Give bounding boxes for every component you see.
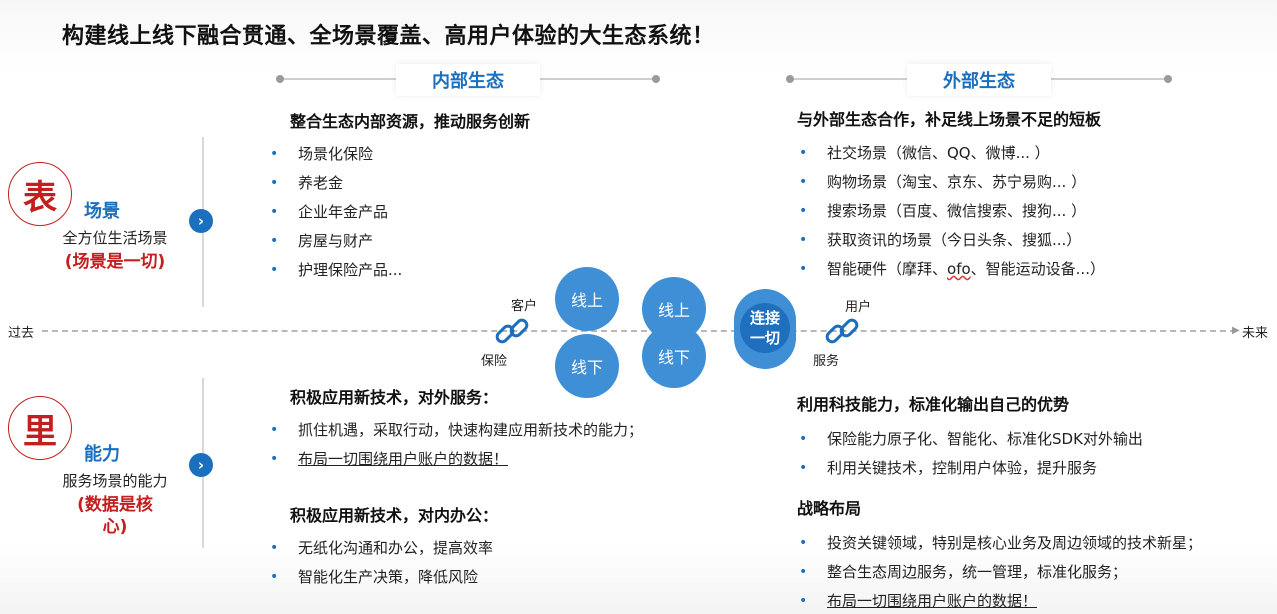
list-item: 养老金 [268,169,402,198]
link-icon [823,312,861,350]
timeline-arrow-icon: ▶ [1232,325,1240,336]
internal-inner-heading-b: 积极应用新技术，对内办公： [290,506,499,525]
timeline-future: 未来 [1242,326,1269,341]
list-item: 企业年金产品 [268,198,402,227]
list-item: 房屋与财产 [268,227,402,256]
label-insurance: 保险 [481,354,508,369]
list-item: 智能化生产决策，降低风险 [268,563,493,592]
timeline-axis [42,330,1236,332]
rule-dot [786,75,794,83]
list-item: 保险能力原子化、智能化、标准化SDK对外输出 [797,425,1143,454]
circle-offline-1: 线下 [555,334,619,398]
list-item: 场景化保险 [268,140,402,169]
list-item: 布局一切围绕用户账户的数据！ [268,445,643,474]
internal-inner-heading-a: 积极应用新技术，对外服务： [290,388,499,407]
external-surface-list: 社交场景（微信、QQ、微博... ） 购物场景（淘宝、京东、苏宁易购... ） … [797,139,1105,284]
category-scene-desc: 全方位生活场景 [62,229,168,247]
internal-surface-list: 场景化保险 养老金 企业年金产品 房屋与财产 护理保险产品... [268,140,402,285]
list-item-hardware: 智能硬件（摩拜、ofo、智能运动设备...） [797,255,1105,284]
list-item: 整合生态周边服务，统一管理，标准化服务； [797,558,1202,587]
external-section-label: 外部生态 [907,64,1051,96]
timeline-past: 过去 [8,326,35,341]
external-inner-heading-b: 战略布局 [797,499,862,518]
hardware-text-ofo: ofo [947,260,971,278]
category-capability: 能力 [84,444,120,465]
internal-surface-heading: 整合生态内部资源，推动服务创新 [290,112,531,131]
list-item: 投资关键领域，特别是核心业务及周边领域的技术新星； [797,529,1202,558]
category-capability-emphasis-2: 心) [102,517,128,537]
arrow-right-icon[interactable]: › [189,453,213,477]
list-item: 搜索场景（百度、微信搜索、搜狗... ） [797,197,1105,226]
list-item: 布局一切围绕用户账户的数据！ [797,587,1202,614]
list-item: 无纸化沟通和办公，提高效率 [268,534,493,563]
category-capability-desc: 服务场景的能力 [62,472,168,490]
arrow-right-icon[interactable]: › [189,209,213,233]
list-item: 利用关键技术，控制用户体验，提升服务 [797,454,1143,483]
internal-inner-list-a: 抓住机遇，采取行动，快速构建应用新技术的能力； 布局一切围绕用户账户的数据！ [268,416,643,474]
hardware-text-pre: 智能硬件（摩拜、 [827,260,948,278]
external-surface-heading: 与外部生态合作，补足线上场景不足的短板 [797,110,1102,129]
hardware-text-post: 、智能运动设备...） [970,260,1105,278]
label-service: 服务 [813,354,840,369]
external-inner-list-a: 保险能力原子化、智能化、标准化SDK对外输出 利用关键技术，控制用户体验，提升服… [797,425,1143,483]
label-user: 用户 [845,300,872,315]
rule-dot [652,75,660,83]
list-item: 护理保险产品... [268,256,402,285]
core-text-1: 连接 [749,309,780,327]
page-title: 构建线上线下融合贯通、全场景覆盖、高用户体验的大生态系统！ [62,24,715,49]
list-item: 社交场景（微信、QQ、微博... ） [797,139,1105,168]
rule-dot [1164,75,1172,83]
list-item: 抓住机遇，采取行动，快速构建应用新技术的能力； [268,416,643,445]
label-customer: 客户 [511,299,538,314]
core-text-2: 一切 [749,329,780,347]
external-inner-heading-a: 利用科技能力，标准化输出自己的优势 [797,395,1070,414]
core-connect-all: 连接一切 [740,303,790,353]
link-icon [493,312,531,350]
circle-online-1: 线上 [555,267,619,331]
list-item: 获取资讯的场景（今日头条、搜狐...） [797,226,1105,255]
seal-inner: 里 [8,396,72,460]
internal-inner-list-b: 无纸化沟通和办公，提高效率 智能化生产决策，降低风险 [268,534,493,592]
category-scene: 场景 [84,201,120,222]
rule-dot [276,75,284,83]
external-inner-list-b: 投资关键领域，特别是核心业务及周边领域的技术新星； 整合生态周边服务，统一管理，… [797,529,1202,614]
internal-section-label: 内部生态 [396,64,540,96]
category-capability-emphasis-1: (数据是核 [77,495,153,515]
circle-offline-2: 线下 [642,324,706,388]
category-scene-emphasis: (场景是一切) [64,252,166,272]
seal-surface: 表 [8,162,72,226]
list-item: 购物场景（淘宝、京东、苏宁易购... ） [797,168,1105,197]
